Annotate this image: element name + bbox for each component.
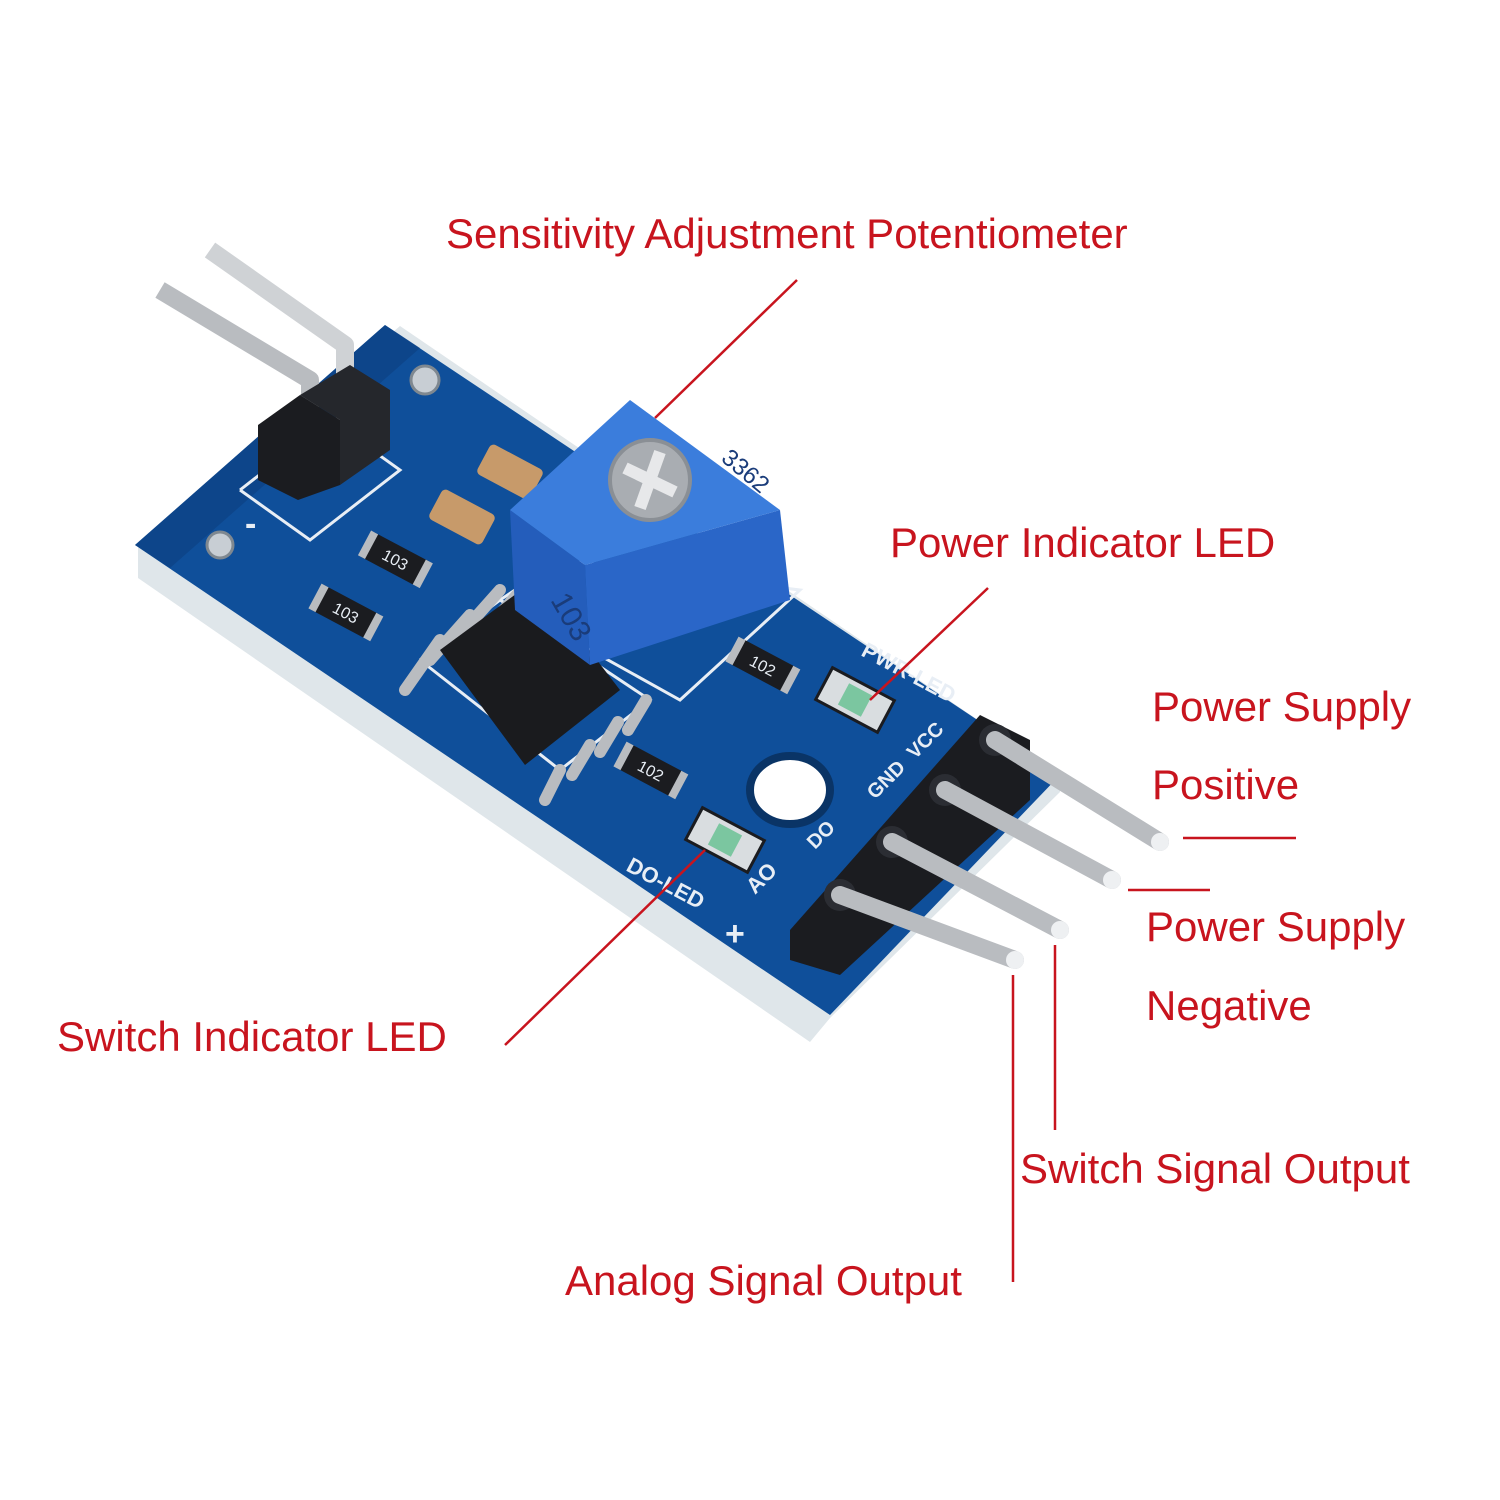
leader-switch-led	[504, 849, 706, 1046]
capacitors	[429, 444, 543, 545]
resistor-102b	[616, 743, 685, 798]
pin-gnd	[936, 781, 1121, 889]
mount-hole-small-left	[205, 530, 235, 560]
output-pin-header	[790, 715, 1169, 975]
leader-power-led	[869, 587, 989, 701]
callout-power-positive-line1: Power Supply	[1152, 683, 1412, 730]
callout-power-negative-line1: Power Supply	[1146, 903, 1406, 950]
trimmer-potentiometer-icon: 103 3362	[510, 400, 790, 665]
leader-potentiometer	[654, 279, 798, 419]
callout-potentiometer: Sensitivity Adjustment Potentiometer	[446, 210, 1128, 257]
capacitor-1	[477, 444, 543, 500]
pin-header-icon	[155, 242, 390, 500]
pin-do	[883, 833, 1069, 939]
mount-hole-large	[746, 752, 834, 828]
ic-chip-body	[440, 580, 620, 765]
resistor-103a	[361, 532, 430, 587]
left-header-block-1	[258, 395, 340, 500]
plus-label: +	[725, 915, 745, 953]
pin-vcc	[986, 731, 1169, 851]
callout-leaders	[504, 279, 1296, 1282]
pot-front	[510, 510, 590, 665]
callout-power-led: Power Indicator LED	[890, 519, 1276, 566]
pot-side	[585, 510, 790, 665]
switch-led	[683, 805, 767, 875]
callout-switch-output: Switch Signal Output	[1020, 1145, 1410, 1192]
ic-chip-icon	[399, 574, 652, 806]
power-led	[813, 665, 897, 735]
left-header-block-2	[300, 365, 390, 485]
callout-power-negative-line2: Negative	[1146, 982, 1312, 1029]
pin-ao	[831, 886, 1024, 969]
resistor-103b	[311, 585, 380, 640]
smd-led-icon	[683, 665, 897, 875]
callout-switch-led: Switch Indicator LED	[57, 1013, 447, 1060]
minus-label: -	[245, 505, 256, 543]
resistor-102a	[728, 638, 797, 693]
callout-analog-output: Analog Signal Output	[565, 1257, 962, 1304]
callout-power-positive-line2: Positive	[1152, 761, 1300, 808]
mount-hole-small-top	[409, 364, 441, 396]
capacitor-2	[429, 489, 495, 545]
